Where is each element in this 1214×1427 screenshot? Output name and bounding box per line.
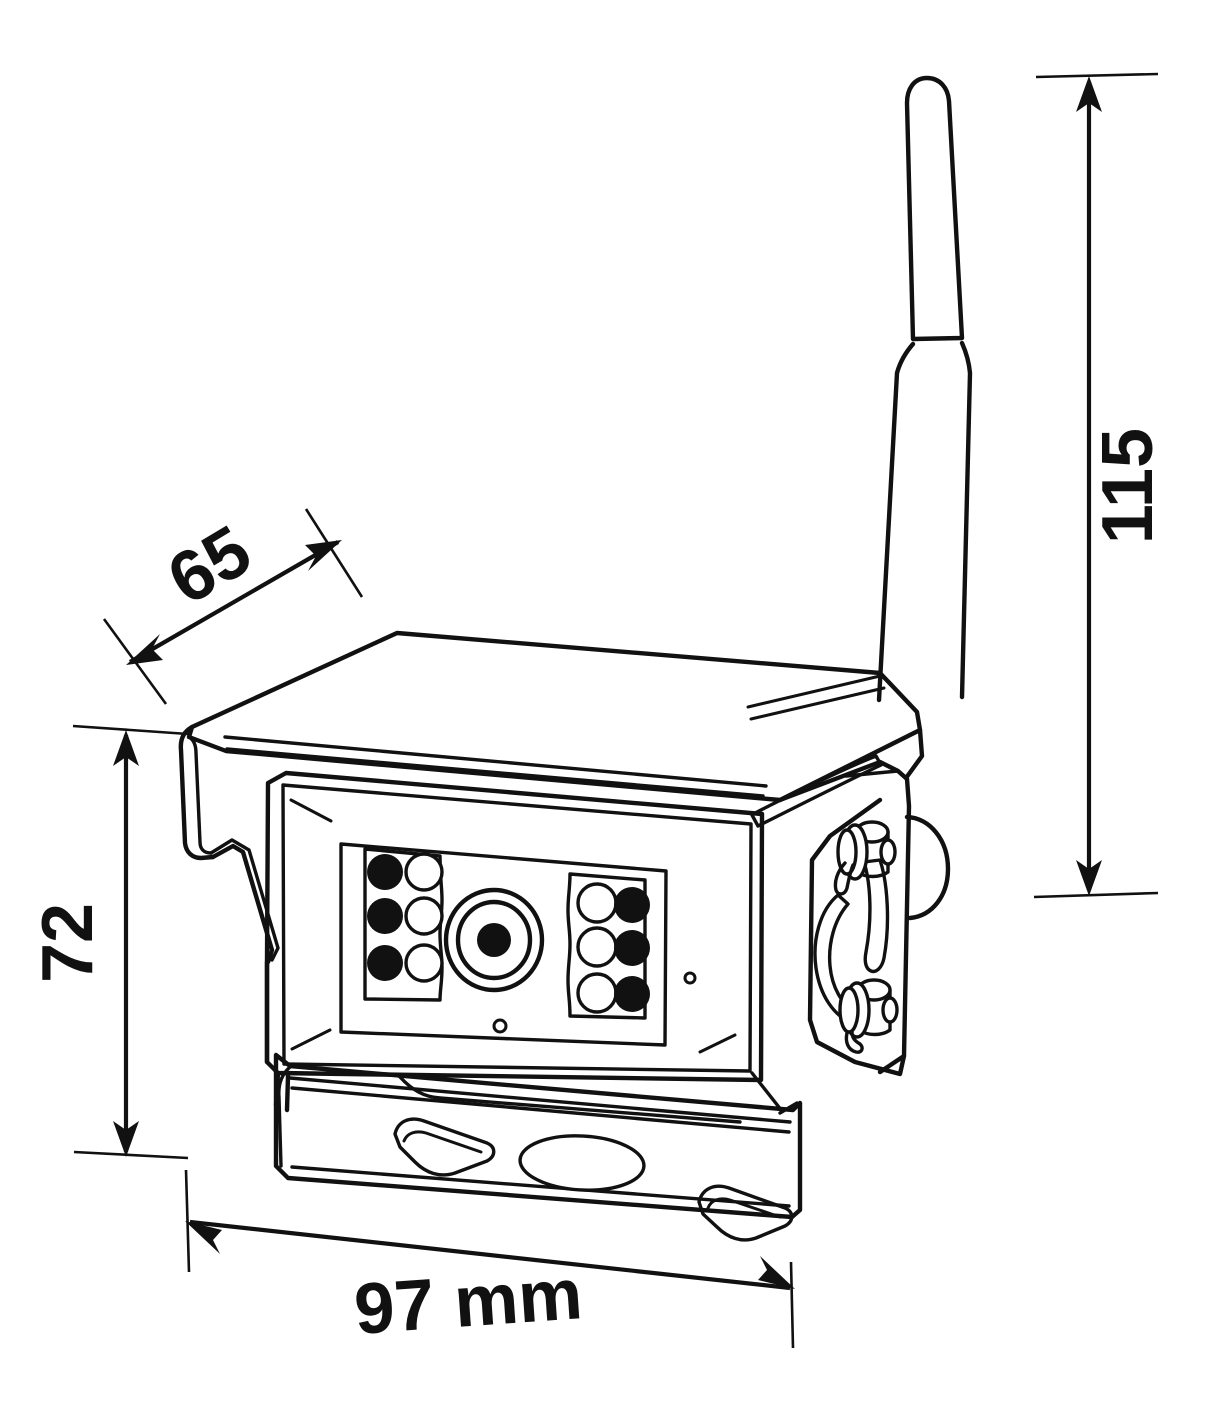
- thumbscrew-lower-axle: [881, 996, 899, 1024]
- dimension-115: 115: [1033, 72, 1168, 899]
- antenna-tip-section: [904, 75, 965, 342]
- ir-led-left-dark-3: [367, 945, 403, 981]
- thumbscrew-upper-tab: [833, 861, 855, 896]
- antenna-collar: [904, 814, 951, 921]
- housing-corner-crease-br: [698, 1033, 737, 1054]
- dim-line-65: [128, 540, 340, 664]
- camera-lens: [443, 887, 545, 993]
- bracket-slot-left-inner: [402, 1130, 483, 1154]
- housing-front-bevel: [281, 783, 753, 1073]
- housing-front-box: [264, 770, 765, 1083]
- dimension-label-115: 115: [1088, 428, 1168, 544]
- swivel-plate-outline: [807, 797, 907, 1077]
- arrowhead-65-upper: [305, 540, 342, 571]
- ir-led-right-dark-2: [614, 930, 650, 966]
- visor-right-edge: [903, 727, 925, 781]
- ir-led-left-light-2: [404, 896, 444, 936]
- housing-corner-crease-tl: [289, 798, 333, 823]
- dim-line-97: [189, 1219, 791, 1291]
- thumbscrew-upper-assembly: [833, 820, 897, 974]
- mounting-bracket: [273, 1052, 803, 1242]
- arrowhead-72-top: [113, 730, 139, 766]
- thumbscrew-lower-flange-inner: [838, 986, 860, 1034]
- bracket-slot-right: [697, 1184, 794, 1242]
- ir-panel-right-outline: [566, 872, 647, 1020]
- ir-led-left-dark-1: [367, 854, 403, 890]
- bracket-right-fold: [750, 1071, 799, 1115]
- thumbscrew-upper-axle: [879, 838, 897, 866]
- arrowhead-97-left: [185, 1221, 222, 1254]
- face-plate-rect: [339, 842, 668, 1047]
- ext-line-72-bottom: [73, 1150, 189, 1160]
- housing-corner-crease-bl: [290, 1028, 332, 1051]
- ext-line-65-upper: [304, 508, 364, 598]
- housing-shoulder-step: [844, 769, 900, 778]
- dimension-65: 65: [102, 508, 364, 705]
- ext-line-115-top: [1035, 72, 1159, 79]
- bracket-top-rim: [288, 1076, 792, 1134]
- ir-led-right-light-2: [576, 926, 618, 968]
- bracket-slot-right-inner: [706, 1197, 782, 1219]
- dimension-label-72: 72: [28, 903, 108, 983]
- ir-led-left-light-1: [404, 852, 444, 892]
- visor-left-lip-inner: [187, 735, 213, 855]
- ext-line-97-right: [789, 1261, 795, 1349]
- visor-front-edge-inner: [223, 735, 768, 788]
- arrowhead-115-top: [1076, 76, 1102, 112]
- dimension-72: 72: [28, 724, 189, 1160]
- ir-panel-left-outline: [363, 847, 444, 1002]
- ir-led-panel-left: [363, 847, 444, 1002]
- arrowhead-65-lower: [126, 634, 163, 665]
- arrowhead-97-right: [758, 1256, 795, 1289]
- bracket-center-hole: [518, 1134, 646, 1192]
- visor-front-edge-inner2: [225, 747, 765, 798]
- thumbscrew-lower-tab: [844, 1030, 864, 1054]
- small-holes: [492, 971, 697, 1034]
- visor-left-lip: [178, 724, 216, 861]
- camera-face-plate: [339, 842, 668, 1047]
- bracket-left-corner: [277, 1065, 292, 1168]
- arrowhead-72-bottom: [113, 1121, 139, 1157]
- thumbscrew-upper-flange-inner: [836, 828, 858, 876]
- dimension-97mm: 97 mm: [184, 1169, 795, 1350]
- antenna: [876, 75, 973, 703]
- microphone-hole: [492, 1018, 508, 1034]
- ext-line-115-bottom: [1033, 891, 1159, 899]
- swivel-side-plate: [807, 797, 951, 1077]
- visor-left-bracket-tab-inner: [209, 838, 280, 962]
- ir-led-left-light-3: [404, 943, 444, 983]
- ir-led-left-dark-2: [367, 898, 403, 934]
- housing-right-highlight: [750, 754, 883, 828]
- thumbscrew-lower-assembly: [813, 893, 899, 1054]
- ir-led-right-dark-1: [614, 887, 650, 923]
- dimension-label-97mm: 97 mm: [352, 1254, 585, 1350]
- dimension-label-65: 65: [155, 511, 265, 621]
- lens-aperture: [477, 923, 511, 957]
- ir-led-panel-right: [566, 872, 650, 1020]
- ir-led-right-light-3: [576, 972, 618, 1014]
- bracket-front-step: [398, 1075, 742, 1124]
- light-sensor-hole: [683, 971, 697, 985]
- lever-upper: [862, 858, 890, 974]
- ir-led-right-dark-3: [614, 976, 650, 1012]
- ext-line-72-top: [72, 724, 189, 736]
- bracket-bottom-rim: [290, 1165, 791, 1208]
- ir-led-right-light-1: [576, 882, 618, 924]
- visor-left-bracket-tab: [210, 843, 275, 965]
- visor-crease-1: [746, 674, 882, 709]
- antenna-shaft: [876, 340, 973, 703]
- bracket-slot-left: [393, 1117, 496, 1177]
- arrowhead-115-bottom: [1076, 860, 1102, 896]
- ext-line-97-left: [184, 1169, 191, 1273]
- visor-crease-2: [749, 686, 886, 721]
